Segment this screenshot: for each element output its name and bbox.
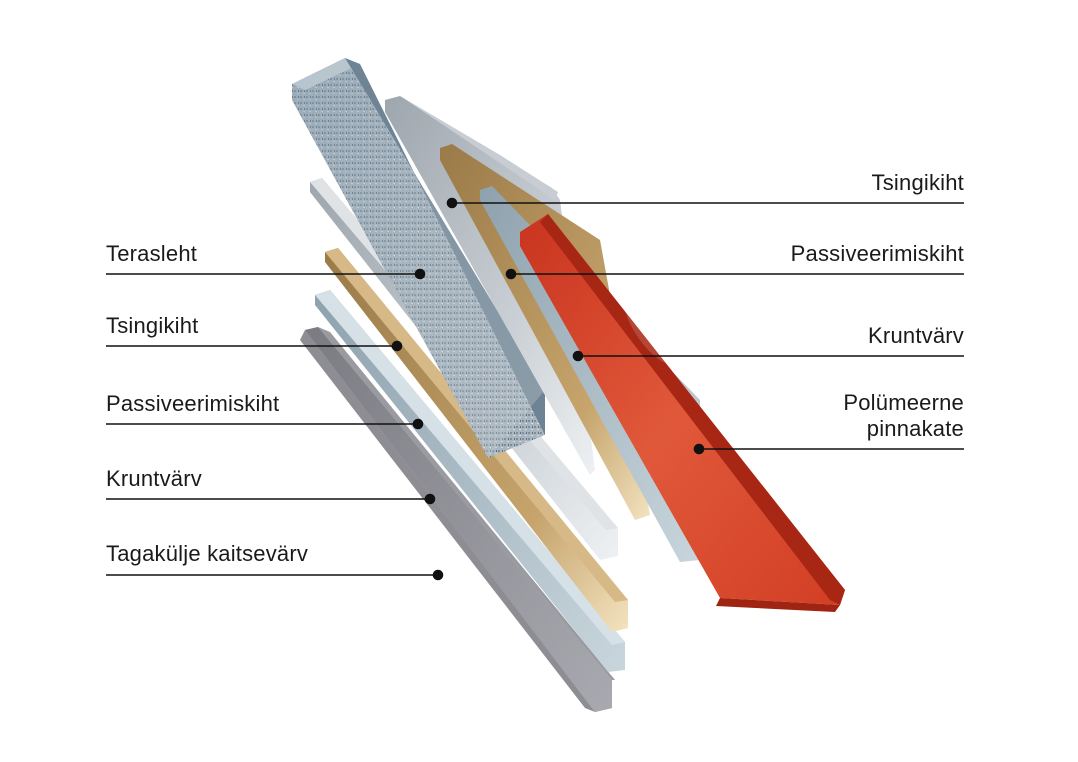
label-tsingikiht-right: Tsingikiht — [871, 170, 964, 195]
label-polumeerne-line1: Polümeerne — [843, 390, 964, 415]
label-tagakulje-kaitsevarv: Tagakülje kaitsevärv — [106, 541, 309, 566]
label-passiveerimiskiht-left: Passiveerimiskiht — [106, 391, 280, 416]
leader-lines-left — [106, 268, 444, 581]
primer-layer-right — [480, 186, 700, 562]
label-polumeerne-line2: pinnakate — [866, 416, 964, 441]
leader-lines-right — [446, 197, 964, 455]
label-kruntvarv-right: Kruntvärv — [868, 323, 964, 348]
primer-layer-left — [315, 290, 625, 672]
label-passiveerimiskiht-right: Passiveerimiskiht — [790, 241, 964, 266]
zinc-layer-right — [385, 96, 595, 475]
label-kruntvarv-left: Kruntvärv — [106, 466, 202, 491]
label-tsingikiht-left: Tsingikiht — [106, 313, 199, 338]
label-terasleht: Terasleht — [106, 241, 198, 266]
steel-sheet-layer — [292, 58, 545, 458]
polymer-coating-layer — [520, 214, 845, 612]
passivation-layer-right — [440, 144, 650, 520]
